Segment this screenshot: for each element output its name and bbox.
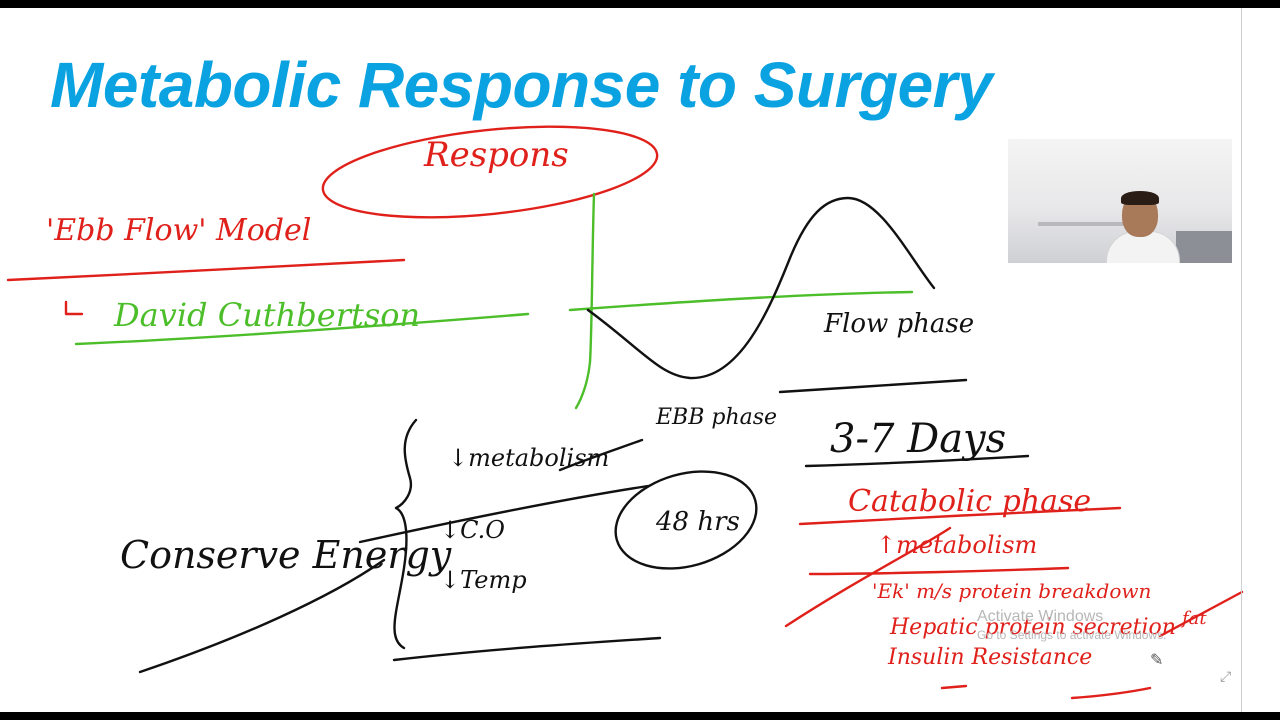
response-label: Respons <box>423 135 569 175</box>
page-edge-divider <box>1241 8 1242 712</box>
arrow-hook-red <box>64 300 84 316</box>
underline-up-metabolism <box>808 566 1070 576</box>
presenter-hair <box>1121 191 1159 205</box>
days-label: 3-7 Days <box>830 416 1006 462</box>
underline-flow-phase <box>778 378 968 394</box>
protein-breakdown-label: 'Ek' m/s protein breakdown <box>872 579 1151 603</box>
red-dash-2 <box>1070 686 1152 700</box>
black-link-stroke <box>558 438 644 472</box>
response-circle <box>321 125 659 219</box>
red-diagonal-stroke <box>784 526 952 628</box>
pen-icon[interactable]: ✎ <box>1150 652 1164 669</box>
down-metabolism-label: ↓metabolism <box>448 444 609 472</box>
watermark-title: Activate Windows <box>977 608 1104 625</box>
black-bottom-stroke <box>392 636 662 662</box>
ebb-phase-label: EBB phase <box>655 405 777 430</box>
black-separator-stroke <box>358 484 650 544</box>
red-dash-1 <box>940 684 968 690</box>
red-ink-group: Respons 'Ebb Flow' Model Catabolic phase… <box>6 125 1244 700</box>
hepatic-secretion-label: Hepatic protein secretion <box>889 615 1176 640</box>
down-co-label: ↓C.O <box>440 516 505 544</box>
ebb-duration-label: 48 hrs <box>655 507 740 537</box>
fat-label: fat <box>1180 608 1207 629</box>
black-ink-group: Flow phase 3-7 Days EBB phase 48 hrs ↓me… <box>120 196 1030 674</box>
expand-icon[interactable]: ⤢ <box>1220 668 1232 684</box>
catabolic-phase-label: Catabolic phase <box>848 484 1091 519</box>
black-long-diagonal <box>138 558 386 674</box>
underline-days <box>804 454 1030 468</box>
webcam-overlay <box>1008 139 1232 263</box>
green-horizontal-axis <box>568 290 914 312</box>
flow-phase-line1: Flow phase <box>823 309 974 339</box>
ebb-flow-model-label: 'Ebb Flow' Model <box>46 213 311 248</box>
slide-title: Metabolic Response to Surgery <box>50 49 993 121</box>
conserve-energy-label: Conserve Energy <box>120 533 452 577</box>
activate-windows-watermark: Activate Windows Go to Settings to activ… <box>977 608 1166 642</box>
david-cuthbertson-label: David Cuthbertson <box>113 296 420 334</box>
up-metabolism-label: ↑metabolism <box>876 531 1037 559</box>
red-edge-stroke <box>1158 590 1244 638</box>
underline-cuthbertson <box>74 312 530 346</box>
ebb-duration-circle <box>614 470 758 570</box>
annotation-layer: Respons 'Ebb Flow' Model Catabolic phase… <box>6 125 1244 700</box>
green-vertical-axis <box>574 192 596 410</box>
curly-brace <box>393 418 418 650</box>
insulin-resistance-label: Insulin Resistance <box>887 645 1092 670</box>
ebb-flow-curve <box>586 196 936 380</box>
green-ink-group: David Cuthbertson <box>74 192 914 410</box>
webcam-background-shelf <box>1038 222 1148 226</box>
slide-canvas: Metabolic Response to Surgery Respons 'E… <box>0 8 1280 712</box>
watermark-subtitle: Go to Settings to activate Windows. <box>977 628 1167 642</box>
underline-model <box>6 258 406 282</box>
underline-catabolic <box>798 506 1122 526</box>
webcam-background-object <box>1176 231 1232 263</box>
down-temp-label: ↓Temp <box>440 566 527 594</box>
